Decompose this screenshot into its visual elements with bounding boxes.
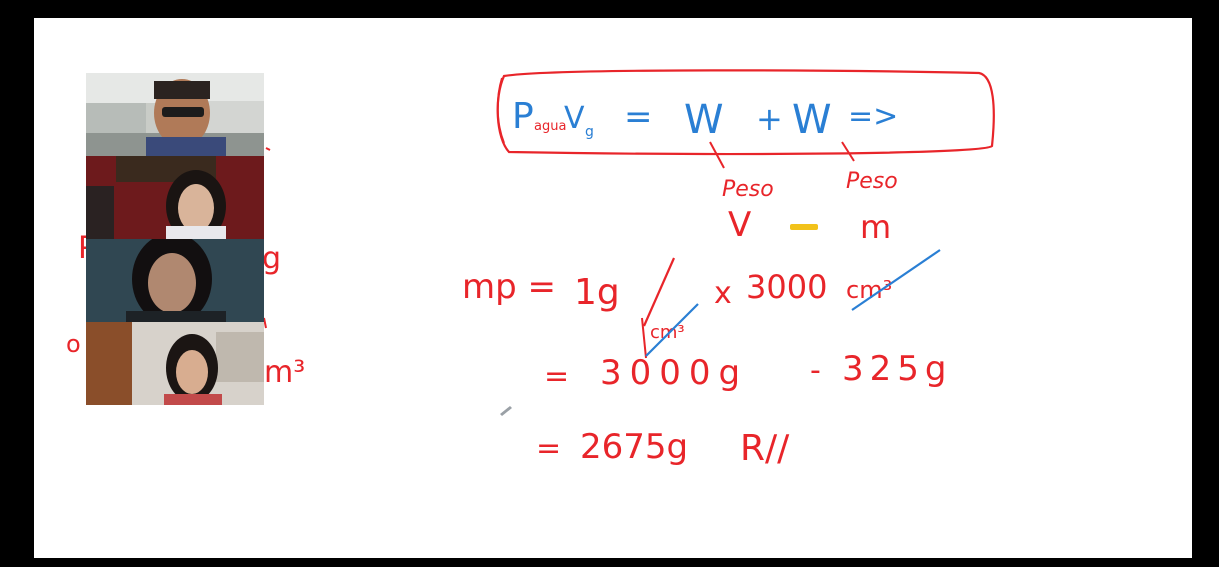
equation-box-left-bracket xyxy=(496,77,505,144)
work-line-1: mp = 1g x 3000 cm³ cm³ xyxy=(462,267,892,343)
annotation-V: V xyxy=(728,205,751,245)
teacher-video xyxy=(86,73,264,156)
cancel-stroke-denominator xyxy=(645,303,699,357)
line2-eq: = xyxy=(544,359,569,394)
line2-minus: - xyxy=(810,353,821,388)
line1-lhs: mp = xyxy=(462,267,556,307)
line2-b: 325g xyxy=(842,349,952,389)
annotation-peso-right: Peso xyxy=(846,169,898,194)
eq-plus: + xyxy=(756,100,783,138)
line3-result: 2675g xyxy=(580,427,688,467)
eq-term1: W xyxy=(684,97,724,143)
eq-implies: => xyxy=(848,99,898,134)
line1-factor-unit: cm³ xyxy=(846,276,892,304)
line1-factor: 3000 xyxy=(746,268,827,306)
video-tile-student-2[interactable] xyxy=(86,239,264,322)
video-tile-teacher[interactable] xyxy=(86,73,264,156)
left-frag-2: g xyxy=(262,241,281,276)
work-line-2: = 3000g - 325g xyxy=(544,349,952,394)
video-tile-student-1[interactable] xyxy=(86,156,264,239)
line1-den-unit: cm³ xyxy=(650,322,685,343)
fraction-bar xyxy=(642,257,676,327)
eq-lhs-sub: agua xyxy=(534,119,566,134)
annotation-dash-yellow xyxy=(790,224,818,230)
line3-mark: R// xyxy=(740,428,790,469)
video-tile-student-3[interactable] xyxy=(86,322,264,405)
participant-video-strip xyxy=(86,73,264,405)
work-line-3: = 2675g R// xyxy=(536,427,790,469)
cancel-stroke-factor xyxy=(851,249,941,311)
student-2-video xyxy=(86,239,264,322)
line2-a: 3000g xyxy=(600,353,748,393)
annotation-m: m xyxy=(860,208,891,246)
fraction-tick xyxy=(641,317,647,359)
student-1-video xyxy=(86,156,264,239)
annotations: Peso Peso V m xyxy=(722,169,898,246)
pointer-right xyxy=(841,141,855,162)
student-3-video xyxy=(86,322,264,405)
line3-eq: = xyxy=(536,431,561,466)
eq-lhs-var-sub: g xyxy=(585,124,594,140)
eq-equals: = xyxy=(624,97,653,137)
pen-cursor-icon xyxy=(500,406,512,416)
pointer-left xyxy=(709,141,725,169)
annotation-peso-left: Peso xyxy=(722,177,774,202)
eq-lhs-var: V xyxy=(564,101,585,136)
line1-value: 1g xyxy=(574,272,620,313)
equation-box-outline xyxy=(496,69,995,156)
line1-times: x xyxy=(714,276,732,311)
eq-term2: W xyxy=(792,97,832,143)
left-frag-4: m³ xyxy=(264,355,305,390)
equation-text: P agua V g = W + W => xyxy=(512,96,898,143)
left-frag-3: o xyxy=(66,330,81,358)
eq-lhs-main: P xyxy=(512,96,534,137)
left-frag-stroke-2 xyxy=(263,317,267,329)
whiteboard-ink: P agua V g = W + W => Peso Peso V m xyxy=(66,69,995,469)
left-frag-stroke xyxy=(265,147,271,151)
